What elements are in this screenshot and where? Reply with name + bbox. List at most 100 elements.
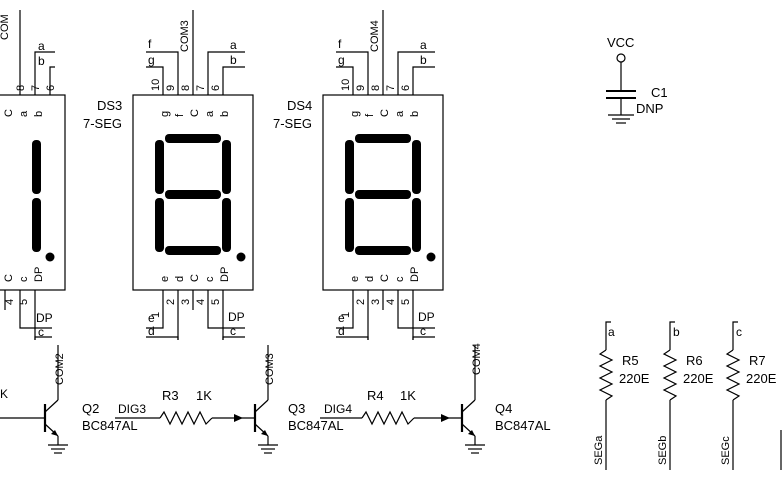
pin-name: a: [204, 110, 216, 117]
pin-name: DP: [409, 267, 421, 282]
resistor-ref: R4: [367, 388, 384, 403]
pin-num: 8: [370, 85, 382, 91]
net-label-g: g: [148, 53, 155, 67]
pin-num: 8: [15, 85, 27, 91]
net-label-f: f: [338, 37, 342, 51]
ref-designator: Q3: [288, 401, 305, 416]
pin-num: 7: [195, 85, 207, 91]
segment-c: [222, 198, 231, 252]
net-label-a: a: [420, 38, 427, 52]
segment-b: [32, 140, 41, 194]
pin-name: C: [379, 109, 391, 117]
pin-name: C: [3, 109, 15, 117]
display-ds4: DS4 7-SEG f g a b COM4 10 9 8 7 6 g f C …: [273, 10, 444, 340]
segment-d: [355, 246, 411, 255]
resistor-value: 220E: [746, 371, 777, 386]
resistor-value: 220E: [683, 371, 714, 386]
pin-name: e: [159, 276, 171, 282]
net-label-c: c: [420, 324, 426, 338]
ref-designator: DS4: [287, 98, 312, 113]
pin-num: 8: [180, 85, 192, 91]
resistor-ref: R3: [162, 388, 179, 403]
part-type: 7-SEG: [273, 116, 312, 131]
resistor-r7: c R7 220E SEGc: [720, 321, 777, 470]
net-label-b: b: [673, 325, 680, 339]
net-label-a: a: [38, 39, 45, 53]
segment-g: [165, 190, 221, 199]
net-label-d: d: [338, 324, 345, 338]
pin-num: 5: [210, 299, 222, 305]
net-label-com: COM: [0, 14, 11, 40]
display-body: [0, 94, 66, 291]
segment-a: [355, 134, 411, 143]
segment-dp: [45, 252, 55, 262]
net-label-dp: DP: [36, 311, 53, 325]
pin-name: C: [3, 274, 15, 282]
transistor-q2: Q2 BC847AL DIG3 R3 1K: [82, 388, 255, 433]
net-label-sega: SEGa: [593, 435, 605, 465]
resistor-ref: R7: [749, 353, 766, 368]
net-label-b: b: [420, 53, 427, 67]
net-label-c: c: [230, 324, 236, 338]
pin-num: 5: [400, 299, 412, 305]
part-number: BC847AL: [288, 418, 344, 433]
part-number: BC847AL: [82, 418, 138, 433]
net-label-segb: SEGb: [657, 436, 669, 465]
pin-name: DP: [219, 267, 231, 282]
net-label-e: e: [148, 311, 155, 325]
net-label-dp: DP: [228, 310, 245, 324]
resistor-r6: b R6 220E SEGb: [657, 321, 714, 470]
pin-name: DP: [33, 267, 45, 282]
net-label-dp: DP: [418, 310, 435, 324]
net-label-com2: COM2: [54, 353, 66, 385]
part-type: 7-SEG: [83, 116, 122, 131]
pin-num: 2: [355, 299, 367, 305]
capacitor-ref: C1: [651, 85, 668, 100]
pin-num: 2: [165, 299, 177, 305]
supply-label: VCC: [607, 35, 634, 50]
pin-name: e: [349, 276, 361, 282]
net-label-c: c: [38, 325, 44, 339]
pin-num: 6: [210, 85, 222, 91]
pin-num: 9: [165, 85, 177, 91]
resistor-r4: [361, 410, 415, 426]
net-label-c: c: [736, 325, 742, 339]
pin-name: C: [379, 274, 391, 282]
resistor-value: 1K: [400, 388, 416, 403]
pin-name: c: [394, 276, 406, 282]
transistor-q3: COM3 Q3 BC847AL DIG4 R4 1K: [234, 345, 462, 454]
pin-name: a: [394, 110, 406, 117]
segment-dp: [236, 252, 246, 262]
capacitor-c1: VCC C1 DNP: [606, 35, 668, 124]
segment-a: [165, 134, 221, 143]
net-label-dig3: DIG3: [118, 402, 146, 416]
pin-num: 9: [355, 85, 367, 91]
transistor-q1: K COM2: [0, 345, 68, 454]
resistor-value: 220E: [619, 371, 650, 386]
pin-num: 4: [4, 299, 16, 305]
ref-designator: DS3: [97, 98, 122, 113]
segment-c: [32, 198, 41, 252]
transistor-q4: COM4 Q4 BC847AL: [441, 343, 551, 454]
pin-num: 6: [400, 85, 412, 91]
pin-num: 7: [385, 85, 397, 91]
pin-num: 5: [18, 299, 30, 305]
segment-e: [345, 198, 354, 252]
ref-designator: Q2: [82, 401, 99, 416]
part-number: BC847AL: [495, 418, 551, 433]
pin-name: C: [189, 274, 201, 282]
pin-num: 10: [150, 79, 162, 91]
pin-name: b: [33, 111, 45, 117]
pin-name: a: [18, 110, 30, 117]
pin-num: 10: [340, 79, 352, 91]
net-label-a: a: [230, 38, 237, 52]
pin-name: d: [174, 276, 186, 282]
segment-d: [165, 246, 221, 255]
net-label-com3: COM3: [264, 353, 276, 385]
net-label-a: a: [608, 325, 615, 339]
pin-name: g: [159, 111, 171, 117]
net-label-g: g: [338, 53, 345, 67]
net-label-d: d: [148, 324, 155, 338]
